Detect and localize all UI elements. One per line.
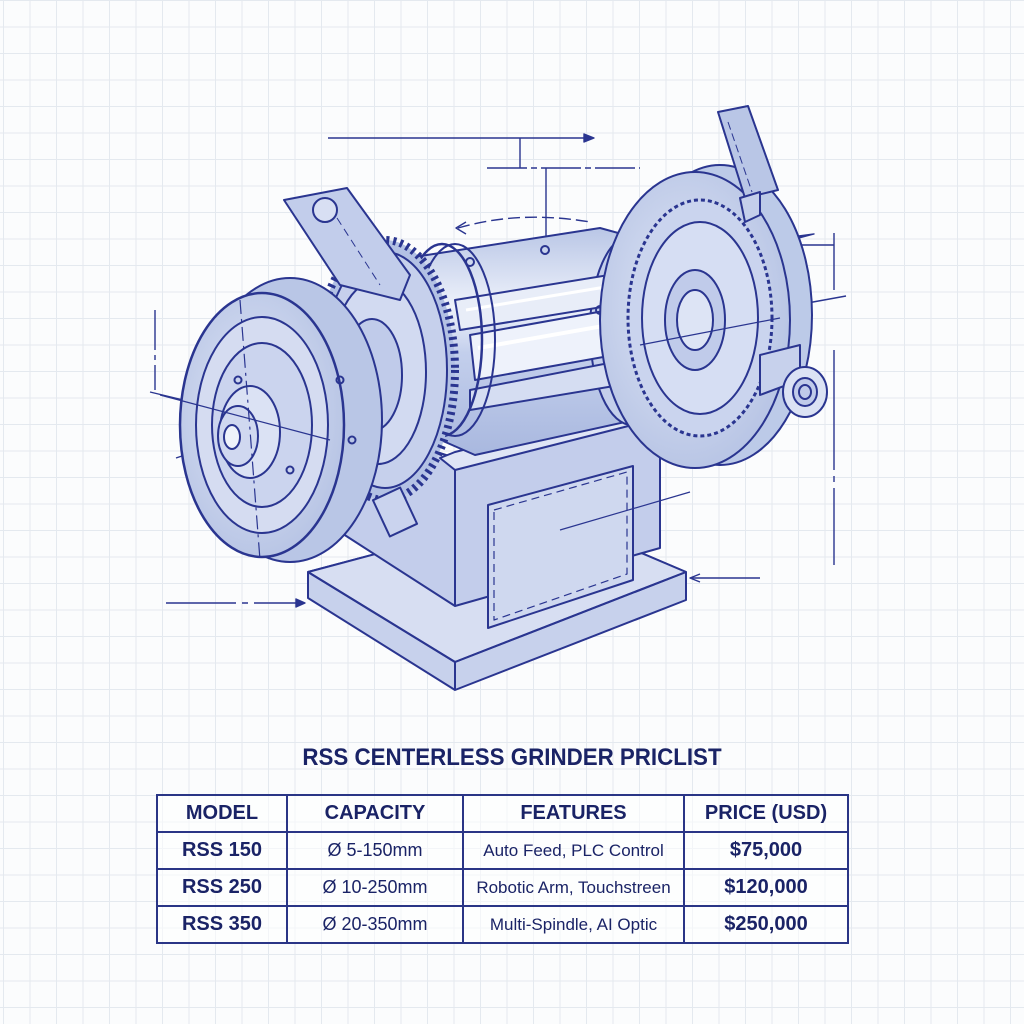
table-row: RSS 350 Ø 20-350mm Multi-Spindle, AI Opt… (156, 905, 849, 944)
model-cell: RSS 250 (156, 868, 288, 907)
pricelist-title: RSS CENTERLESS GRINDER PRICLIST (302, 744, 722, 771)
capacity-cell: Ø 10-250mm (286, 868, 464, 907)
column-header-model: MODEL (156, 794, 288, 833)
column-header-capacity: CAPACITY (286, 794, 464, 833)
model-cell: RSS 150 (156, 831, 288, 870)
machine-base (307, 399, 691, 691)
work-rest-plate (283, 187, 411, 301)
model-cell: RSS 350 (156, 905, 288, 944)
features-cell: Multi-Spindle, AI Optic (462, 905, 685, 944)
grinding-wheel-right (599, 105, 828, 469)
column-header-price: PRICE (USD) (683, 794, 849, 833)
grinder-blueprint-illustration (149, 105, 847, 691)
table-row: RSS 150 Ø 5-150mm Auto Feed, PLC Control… (156, 831, 849, 870)
table-row: RSS 250 Ø 10-250mm Robotic Arm, Touchstr… (156, 868, 849, 907)
features-cell: Auto Feed, PLC Control (462, 831, 685, 870)
regulating-wheel-left (159, 277, 383, 563)
capacity-cell: Ø 20-350mm (286, 905, 464, 944)
price-table: MODEL CAPACITY FEATURES PRICE (USD) RSS … (156, 794, 849, 944)
price-cell: $75,000 (683, 831, 849, 870)
column-header-features: FEATURES (462, 794, 685, 833)
price-cell: $120,000 (683, 868, 849, 907)
table-header-row: MODEL CAPACITY FEATURES PRICE (USD) (156, 794, 849, 833)
capacity-cell: Ø 5-150mm (286, 831, 464, 870)
features-cell: Robotic Arm, Touchstreen (462, 868, 685, 907)
price-cell: $250,000 (683, 905, 849, 944)
